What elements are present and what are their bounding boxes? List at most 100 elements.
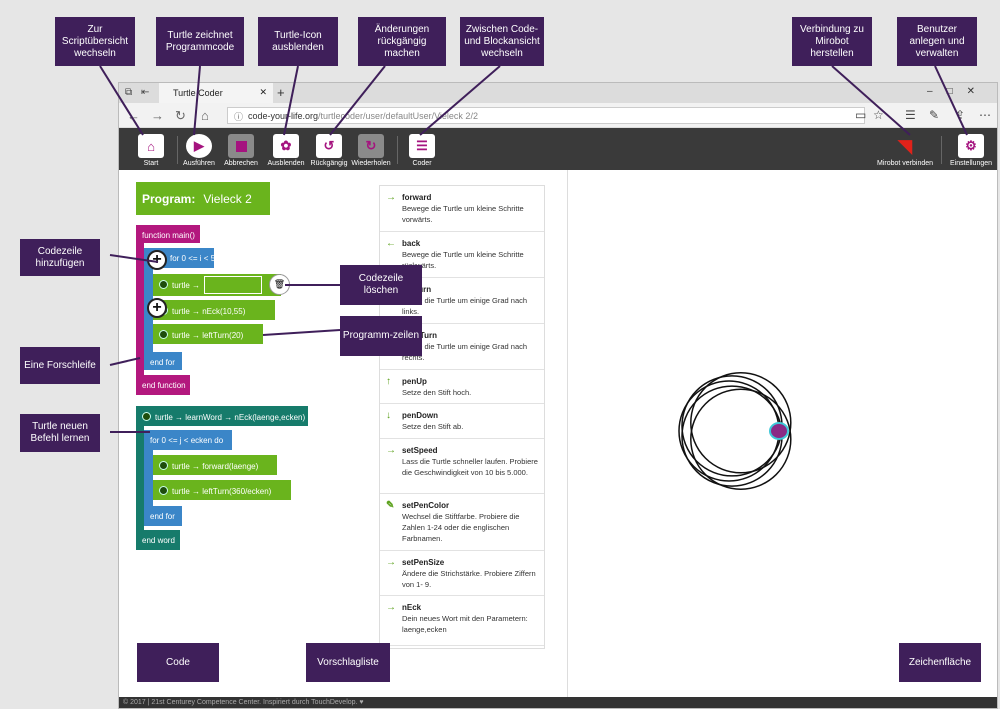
window-controls[interactable]: –□✕	[927, 86, 989, 97]
home-icon[interactable]: ⌂	[201, 108, 209, 123]
for-loop-block-2[interactable]: for 0 <= j < ecken do	[144, 430, 232, 450]
footer: © 2017 | 21st Centurey Competence Center…	[119, 697, 997, 708]
add-line-plus-icon[interactable]: +	[147, 250, 167, 270]
close-tab-icon[interactable]: ✕	[259, 87, 267, 97]
left-turn-line-2[interactable]: turtle → leftTurn(360/ecken)	[153, 480, 291, 500]
end-function-block: end function	[136, 375, 190, 395]
left-turn-2-label: turtle → leftTurn(360/ecken)	[172, 487, 272, 496]
suggestion-name: setPenSize	[402, 558, 445, 567]
hide-button[interactable]: ✿Ausblenden	[258, 134, 314, 167]
forward-line[interactable]: turtle → forward(laenge)	[153, 455, 277, 475]
info-icon: ⓘ	[234, 112, 244, 122]
turtle-neck-line[interactable]: turtle → nEck(10,55)	[153, 300, 275, 320]
trash-icon[interactable]: 🗑	[269, 274, 290, 295]
program-name: Vieleck 2	[203, 192, 252, 206]
list-icon: ☰	[409, 134, 435, 158]
suggestion-name: penDown	[402, 411, 438, 420]
turtle-neck-label: turtle → nEck(10,55)	[172, 307, 246, 316]
mirobot-button[interactable]: ◥ Mirobot verbinden	[871, 134, 939, 168]
add-line-plus-icon[interactable]: +	[147, 298, 167, 318]
abort-label: Abbrechen	[224, 160, 258, 167]
learn-word-block[interactable]: turtle → learnWord → nEck(laenge,ecken)	[136, 406, 308, 426]
suggestion-desc: Ändere die Strichstärke. Probiere Ziffer…	[402, 569, 536, 589]
turtle-icon	[142, 412, 151, 421]
suggestion-name: setPenColor	[402, 501, 450, 510]
end-function-label: end function	[142, 381, 186, 390]
mirobot-label: Mirobot verbinden	[876, 160, 934, 167]
coder-label: Coder	[412, 160, 432, 167]
annotation-add-line: Codezeile hinzufügen	[20, 239, 100, 276]
undo-button[interactable]: ↺Rückgängig	[301, 134, 357, 167]
end-for-block-2: end for	[144, 506, 182, 526]
abort-button[interactable]: Abbrechen	[213, 134, 269, 167]
suggestion-arrow-icon: ↑	[386, 376, 391, 387]
annotation-turtle-draws: Turtle zeichnet Programmcode	[156, 17, 244, 66]
for-body-bar-2	[144, 450, 153, 506]
undo-label: Rückgängig	[310, 160, 348, 167]
new-tab-icon[interactable]: +	[277, 85, 285, 100]
suggestion-desc: Lass die Turtle schneller laufen. Probie…	[402, 457, 538, 477]
program-label: Program:	[142, 192, 196, 206]
run-label: Ausführen	[183, 160, 215, 167]
turtle-edit-label: turtle →	[172, 281, 201, 290]
word-body-bar	[136, 426, 144, 532]
for-loop-2-label: for 0 <= j < ecken do	[150, 436, 224, 445]
tab-back-icon[interactable]: ⇤	[141, 87, 150, 98]
more-icon[interactable]: ⋯	[979, 108, 991, 122]
function-main-label: function main()	[142, 231, 195, 240]
tab-list-icon[interactable]: ⧉	[125, 87, 133, 98]
suggestion-desc: Drehe die Turtle um einige Grad nach rec…	[402, 342, 528, 362]
settings-button[interactable]: ⚙Einstellungen	[943, 134, 997, 167]
code-line-input[interactable]	[204, 276, 262, 294]
share-icon[interactable]: ⇪	[955, 108, 966, 122]
turtle-icon: ✿	[273, 134, 299, 158]
suggestion-arrow-icon: ←	[386, 238, 396, 249]
redo-button[interactable]: ↻Wiederholen	[343, 134, 399, 167]
reading-view-icon[interactable]: ▭	[855, 108, 867, 122]
drawn-circle	[690, 372, 792, 474]
annotation-suggestions: Vorschlagliste	[306, 643, 390, 682]
turtle-icon	[159, 486, 168, 495]
program-title[interactable]: Program: Vieleck 2	[136, 182, 270, 215]
suggestion-name: back	[402, 239, 421, 248]
suggestion-desc: Bewege die Turtle um kleine Schritte vor…	[402, 204, 524, 224]
divider	[177, 136, 178, 164]
suggestion-desc: Setze den Stift ab.	[402, 422, 464, 431]
run-button[interactable]: ▶Ausführen	[171, 134, 227, 167]
refresh-icon[interactable]: ↻	[175, 108, 186, 123]
function-main-block[interactable]: function main()	[136, 225, 200, 243]
drawing-canvas[interactable]	[567, 170, 997, 697]
turtle-left-line[interactable]: turtle → leftTurn(20)	[153, 324, 263, 344]
start-button[interactable]: ⌂Start	[123, 134, 179, 167]
browser-tab[interactable]: Turtle Coder✕	[159, 83, 273, 103]
suggestion-name: rightTurn	[402, 330, 540, 341]
coder-button[interactable]: ☰ Coder	[394, 134, 450, 167]
favorites-icon[interactable]: ☰	[905, 108, 916, 122]
gear-icon: ⚙	[958, 134, 984, 158]
url-path: /turtlecoder/user/defaultUser/Vieleck 2/…	[318, 111, 478, 121]
suggestion-name: penUp	[402, 377, 427, 386]
end-word-label: end word	[142, 536, 175, 545]
wifi-icon: ◥	[898, 135, 912, 156]
turtle-icon	[769, 422, 789, 440]
forward-icon[interactable]: →	[151, 108, 164, 123]
turtle-left-label: turtle → leftTurn(20)	[172, 331, 244, 340]
suggestion-desc: Drehe die Turtle um einige Grad nach lin…	[402, 296, 528, 316]
back-icon[interactable]: ←	[127, 108, 140, 123]
redo-icon: ↻	[358, 134, 384, 158]
favorite-star-icon[interactable]: ☆	[873, 108, 884, 122]
note-icon[interactable]: ✎	[929, 108, 940, 122]
suggestion-name: nEck	[402, 603, 422, 612]
annotation-delete-line: Codezeile löschen	[340, 265, 422, 305]
